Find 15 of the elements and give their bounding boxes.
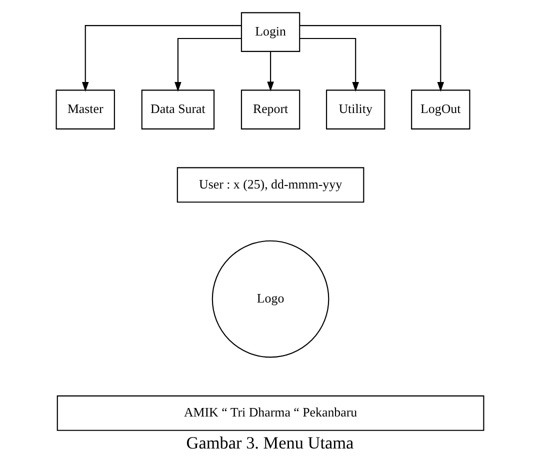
- arrow: [266, 52, 274, 92]
- node-box: Login: [240, 12, 300, 52]
- node-box: AMIK “ Tri Dharma “ Pekanbaru: [56, 395, 484, 431]
- node-box: Report: [240, 90, 300, 130]
- arrow: [81, 25, 241, 92]
- arrow: [299, 38, 358, 92]
- arrow: [174, 38, 241, 92]
- node-box: LogOut: [410, 90, 470, 130]
- node-box: Utility: [325, 90, 385, 130]
- node-circle: Logo: [211, 240, 329, 358]
- node-box: User : x (25), dd-mmm-yyy: [176, 167, 364, 203]
- caption: Gambar 3. Menu Utama: [186, 433, 354, 452]
- node-box: Master: [55, 90, 114, 130]
- arrow: [299, 25, 444, 92]
- node-box: Data Surat: [140, 90, 214, 130]
